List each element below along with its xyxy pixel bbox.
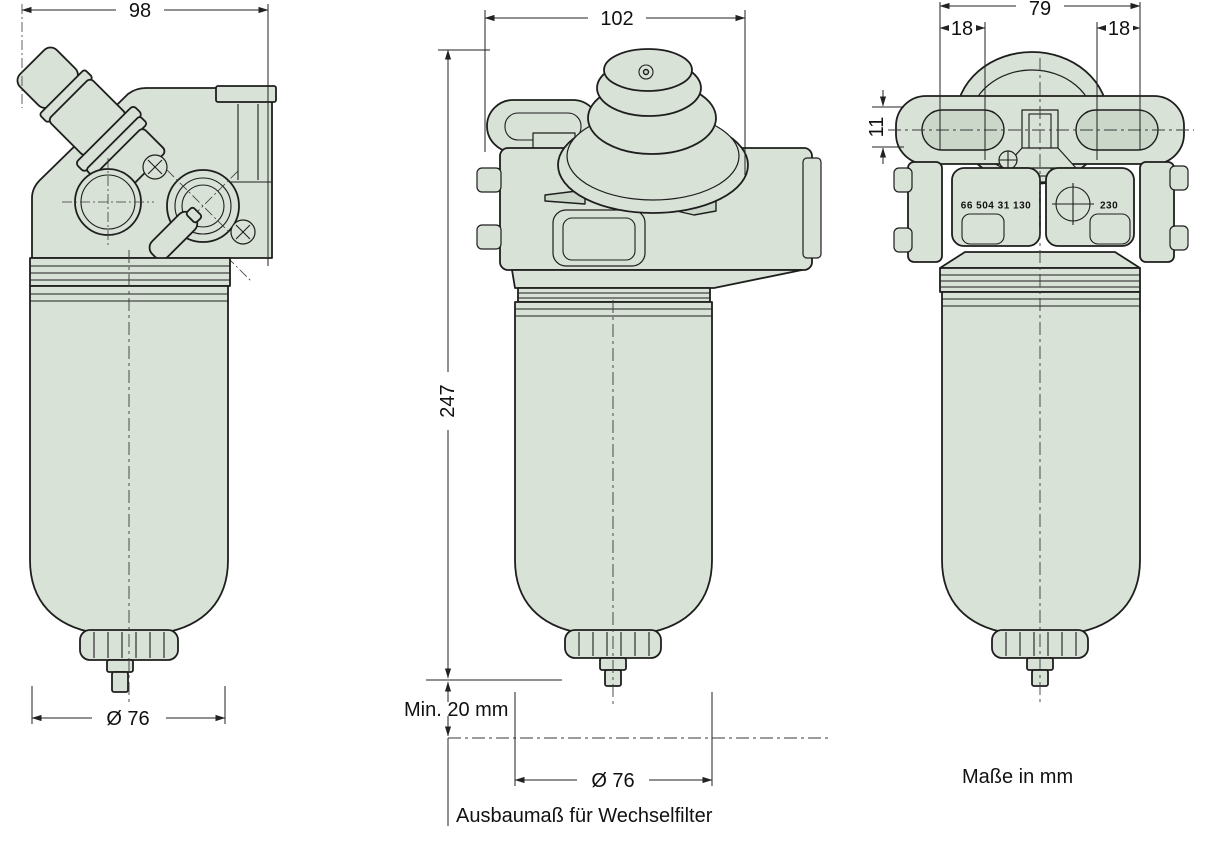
dimension-diameter-76-side: Ø 76 xyxy=(31,686,226,730)
dim-102-label: 102 xyxy=(600,8,633,30)
canister-body xyxy=(941,291,1141,634)
dimension-18-right: 18 xyxy=(1096,18,1141,160)
outlet-flange-lip xyxy=(215,85,277,103)
drain-tube xyxy=(111,671,129,693)
label-backing xyxy=(588,9,646,28)
right-bolt xyxy=(1169,225,1189,251)
port-flange-mid xyxy=(174,177,232,235)
right-flange xyxy=(1139,161,1175,263)
screw-slot xyxy=(235,224,251,240)
removal-note-label: Ausbaumaß für Wechselfilter xyxy=(456,805,713,827)
side-view: 98 Ø 76 xyxy=(16,0,277,730)
dim-98-label: 98 xyxy=(129,0,151,22)
cap-hole xyxy=(638,64,654,80)
min-clearance-label: Min. 20 mm xyxy=(404,699,508,721)
front-view: 102 247 Min. 20 mm Ø 76 Ausbaumaß für We xyxy=(404,8,832,827)
label-backing xyxy=(949,19,976,37)
side-bolt xyxy=(476,224,502,250)
dim-18-right-label: 18 xyxy=(1108,18,1130,40)
center-boss xyxy=(552,209,646,267)
dimension-79: 79 xyxy=(939,0,1141,150)
dimension-diameter-76-front: Ø 76 xyxy=(514,692,713,792)
head-skirt xyxy=(511,269,803,289)
right-bolt xyxy=(1169,165,1189,191)
label-backing xyxy=(1016,0,1064,16)
dim-18-left-label: 18 xyxy=(951,18,973,40)
label-backing xyxy=(92,708,166,727)
dimension-11: 11 xyxy=(866,90,904,164)
label-backing xyxy=(1106,19,1133,37)
left-bolt xyxy=(893,227,913,253)
label-backing xyxy=(116,1,164,20)
lever-tip xyxy=(185,206,203,224)
cast-code-label: 230 xyxy=(1100,201,1118,212)
cast-panel-right-inset xyxy=(1089,213,1131,245)
knurl-lines xyxy=(1005,632,1077,656)
hand-primer-pump xyxy=(16,46,166,196)
dimension-247: 247 xyxy=(426,49,562,681)
cast-panel-left-inset xyxy=(961,213,1005,245)
neck-band xyxy=(517,287,711,303)
knurl-lines xyxy=(578,632,650,656)
dim-247-label: 247 xyxy=(437,384,459,417)
label-backing xyxy=(577,770,649,789)
shutoff-lever xyxy=(148,206,203,261)
left-bolt xyxy=(893,167,913,193)
neck-band xyxy=(29,257,231,287)
dimension-min-20: Min. 20 mm xyxy=(404,681,832,826)
dim-d76-front-label: Ø 76 xyxy=(591,770,634,792)
cast-number-label: 66 504 31 130 xyxy=(961,201,1031,212)
primer-pump-dome xyxy=(557,48,749,214)
screw-slot xyxy=(147,159,163,175)
dim-d76-side-label: Ø 76 xyxy=(106,708,149,730)
units-note-label: Maße in mm xyxy=(962,766,1073,788)
right-flange-strip xyxy=(802,157,822,259)
port-diag-centerline xyxy=(166,169,240,243)
left-flange xyxy=(907,161,943,263)
knurl-lines xyxy=(93,632,165,658)
dimension-102: 102 xyxy=(484,8,746,175)
port-flange-bore xyxy=(181,184,225,228)
side-bolt xyxy=(476,167,502,193)
canister-body xyxy=(514,301,713,634)
dim-11-label: 11 xyxy=(866,117,888,138)
dimension-18-left: 18 xyxy=(939,18,986,160)
dimension-98: 98 xyxy=(21,0,269,266)
rear-view: 66 504 31 130 230 xyxy=(866,0,1194,788)
cap-hole-center xyxy=(642,68,650,76)
dim-79-label: 79 xyxy=(1029,0,1051,20)
center-boss-inner xyxy=(562,217,636,261)
